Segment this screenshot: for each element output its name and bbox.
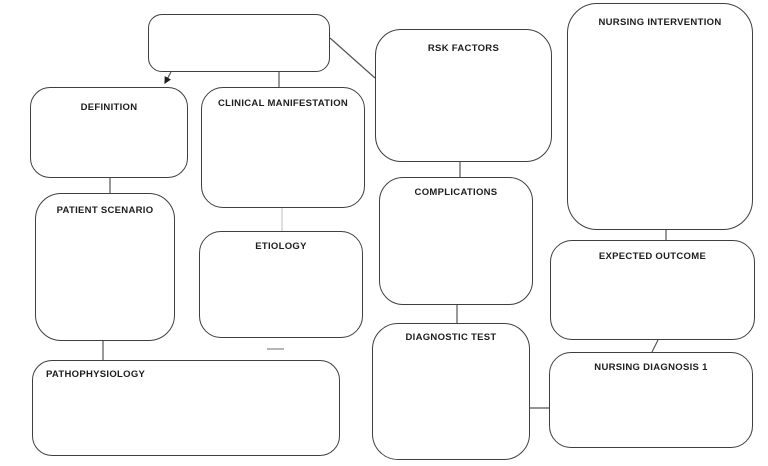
node-patient-scenario-label: PATIENT SCENARIO	[56, 205, 154, 216]
node-rsk-factors[interactable]: RSK FACTORS	[375, 29, 552, 162]
node-expected-outcome-label: EXPECTED OUTCOME	[598, 251, 707, 262]
node-clinical-manifestation[interactable]: CLINICAL MANIFESTATION	[201, 87, 365, 208]
node-complications-label: COMPLICATIONS	[414, 187, 498, 198]
node-clinical-manifestation-label: CLINICAL MANIFESTATION	[217, 98, 349, 109]
node-diagnostic-test-label: DIAGNOSTIC TEST	[405, 332, 497, 343]
connector-expected-nursingdiag1	[651, 339, 659, 353]
node-complications[interactable]: COMPLICATIONS	[379, 177, 533, 305]
node-rsk-factors-label: RSK FACTORS	[427, 43, 500, 54]
node-patient-scenario[interactable]: PATIENT SCENARIO	[35, 193, 175, 341]
node-definition[interactable]: DEFINITION	[30, 87, 188, 178]
node-nursing-diagnosis-1-label: NURSING DIAGNOSIS 1	[594, 362, 708, 373]
node-nursing-intervention-label: NURSING INTERVENTION	[598, 17, 722, 28]
node-etiology[interactable]: ETIOLOGY	[199, 231, 363, 338]
node-diagnostic-test[interactable]: DIAGNOSTIC TEST	[372, 323, 530, 460]
node-untitled-top[interactable]	[148, 14, 330, 72]
node-nursing-intervention[interactable]: NURSING INTERVENTION	[567, 3, 753, 230]
node-etiology-label: ETIOLOGY	[255, 241, 307, 252]
node-definition-label: DEFINITION	[80, 102, 138, 113]
connector-topbox-rskfactors	[329, 37, 376, 79]
connector-topbox-definition-arrow	[164, 71, 172, 85]
node-pathophysiology-label: PATHOPHYSIOLOGY	[46, 369, 146, 380]
node-expected-outcome[interactable]: EXPECTED OUTCOME	[550, 240, 755, 340]
node-pathophysiology[interactable]: PATHOPHYSIOLOGY	[32, 360, 340, 456]
node-nursing-diagnosis-1[interactable]: NURSING DIAGNOSIS 1	[549, 352, 753, 448]
